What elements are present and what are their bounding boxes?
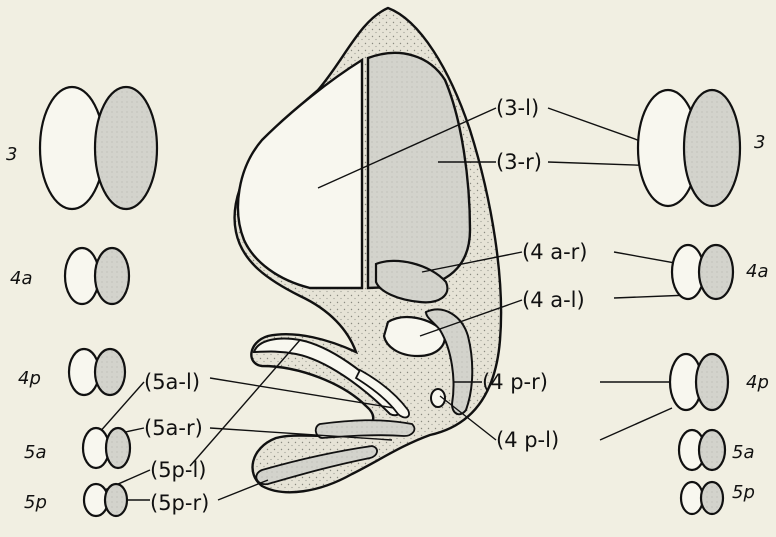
label-5p-l: (5p-l) [150,458,207,482]
label-3-r: (3-r) [496,150,542,174]
right-stage-3: 3 [754,132,765,153]
left-stage-5a: 5a [24,442,46,463]
right-stage-4p: 4p [746,372,769,393]
right-pair-5a [679,430,725,470]
label-4p-r: (4 p-r) [482,370,548,394]
left-pair-5p [84,484,127,516]
central-embryo [235,8,501,492]
cell-3-l [238,60,362,288]
label-5a-r: (5a-r) [144,416,203,440]
left-stage-4p: 4p [18,368,41,389]
label-3-l: (3-l) [496,96,539,120]
left-pair-4a [65,248,129,304]
right-stage-5p: 5p [732,482,755,503]
label-4a-r: (4 a-r) [522,240,588,264]
left-pair-5a [83,428,130,468]
left-pair-3 [40,87,157,209]
right-pair-4p [670,354,728,410]
right-stage-5a: 5a [732,442,754,463]
right-pair-4a [672,245,733,299]
right-pair-3 [638,90,740,206]
right-stage-column: 3 4a 4p 5a 5p [638,90,769,514]
label-5a-l: (5a-l) [144,370,200,394]
left-stage-5p: 5p [24,492,47,513]
label-4a-l: (4 a-l) [522,288,585,312]
left-stage-4a: 4a [10,268,32,289]
left-stage-column: 3 4a 4p 5a 5p [6,87,157,516]
right-pair-5p [681,482,723,514]
right-stage-4a: 4a [746,261,768,282]
label-5p-r: (5p-r) [150,491,209,515]
left-stage-3: 3 [6,144,17,165]
label-4p-l: (4 p-l) [496,428,559,452]
left-pair-4p [69,349,125,395]
